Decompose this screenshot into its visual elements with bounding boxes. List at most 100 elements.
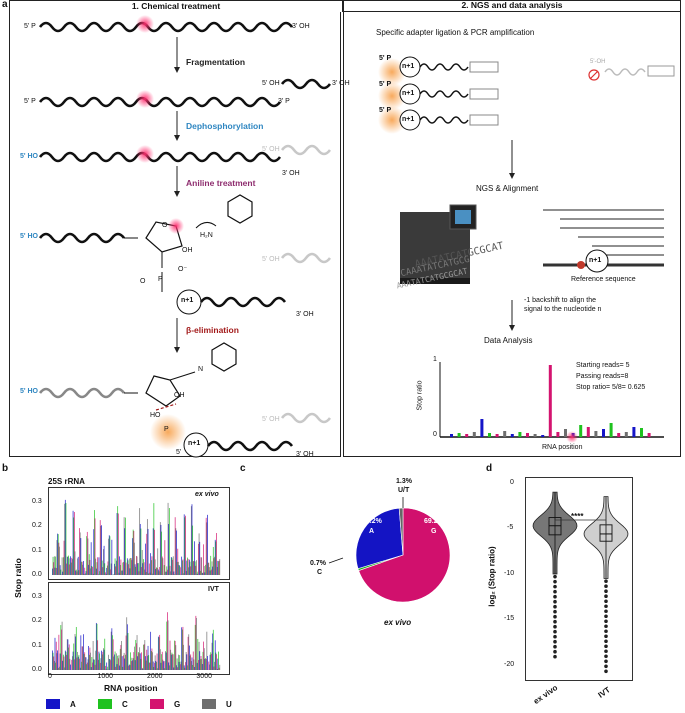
stop-ratio-bar	[129, 665, 131, 670]
stop-ratio-bar	[204, 572, 206, 575]
stop-ratio-bar	[216, 566, 218, 575]
label-n-row5: N	[198, 366, 204, 373]
stop-ratio-bar	[156, 567, 157, 575]
violin-plot-frame	[525, 477, 633, 681]
stop-ratio-bar	[83, 560, 84, 575]
stop-ratio-bar	[108, 659, 110, 670]
stop-ratio-bar	[145, 543, 146, 575]
stop-ratio-bar	[159, 634, 161, 670]
stop-ratio-bar	[181, 629, 183, 670]
outlier-point	[553, 614, 557, 619]
stop-ratio-bar	[119, 665, 120, 670]
stop-ratio-bar	[180, 661, 182, 670]
stop-ratio-bar	[57, 667, 59, 670]
stop-ratio-bar	[168, 523, 170, 575]
stop-ratio-bar	[123, 561, 124, 575]
outlier-point	[604, 584, 608, 589]
stop-ratio-bar	[137, 563, 139, 575]
label-5oh-row4: 5' OH	[262, 256, 280, 263]
stop-ratio-bar	[82, 564, 84, 575]
stop-ratio-bar	[173, 571, 175, 575]
stop-ratio-bar	[153, 666, 155, 670]
significance-stars: ****	[571, 512, 584, 521]
stop-ratio-bar	[60, 569, 62, 575]
stop-ratio-bar	[160, 662, 162, 670]
stop-ratio-bar	[61, 621, 63, 670]
stop-ratio-bar	[209, 567, 210, 575]
mini-bar	[472, 432, 476, 437]
ngs-panel-title-bar: 2. NGS and data analysis	[343, 0, 681, 12]
b-ytick: 0.0	[32, 571, 42, 578]
stop-ratio-bar	[186, 654, 188, 670]
stop-ratio-bar	[126, 624, 128, 670]
step-dephosphorylation: Dephosphorylation	[186, 121, 264, 131]
stop-ratio-bar	[136, 643, 137, 670]
stop-ratio-bar	[114, 563, 115, 575]
stop-ratio-bar	[113, 574, 115, 575]
outlier-point	[604, 629, 608, 634]
stop-ratio-bar	[55, 556, 57, 575]
non-ligated-read	[588, 65, 675, 81]
sequencer-icon	[400, 204, 477, 284]
stop-ratio-bar	[90, 568, 91, 575]
stop-ratio-bar	[155, 660, 157, 670]
label-5ho-row3: 5' HO	[20, 153, 39, 160]
stop-ratio-bar	[88, 654, 90, 670]
stop-ratio-bar	[71, 659, 73, 670]
legend-label-U: U	[226, 700, 232, 709]
stop-ratio-bar	[113, 656, 115, 670]
stop-ratio-bar	[72, 510, 74, 575]
stop-ratio-bar	[126, 558, 128, 575]
stop-ratio-bar	[164, 661, 166, 670]
panel1-title-bar: 1. Chemical treatment	[9, 0, 343, 12]
mini-bar	[564, 429, 567, 437]
outlier-point	[604, 619, 608, 624]
stop-ratio-bar	[66, 556, 68, 575]
stop-ratio-bar	[151, 648, 153, 670]
stop-ratio-bar	[52, 556, 54, 575]
stop-ratio-bar	[157, 636, 159, 670]
stop-ratio-bar	[59, 666, 60, 670]
stop-ratio-bar	[159, 567, 161, 575]
stop-ratio-bar	[163, 565, 165, 575]
stop-ratio-bar	[130, 652, 131, 670]
d-ytick: -5	[507, 524, 514, 532]
stop-ratio-bar	[110, 660, 111, 670]
stop-ratio-bar	[209, 664, 210, 670]
pie-slice-A	[355, 507, 404, 569]
stop-ratio-bar	[125, 562, 127, 575]
outlier-point	[604, 624, 608, 629]
b-xtick: 1000	[97, 673, 114, 680]
stop-ratio-bar	[192, 561, 194, 575]
stop-ratio-bar	[123, 517, 125, 575]
label-5oh-row3: 5' OH	[262, 146, 280, 153]
stop-ratio-bar	[83, 634, 84, 670]
stop-ratio-bar	[198, 543, 199, 575]
backshift-note: -1 backshift to align the signal to the …	[524, 297, 602, 314]
stop-ratio-bar	[214, 539, 216, 575]
stop-ratio-bar	[205, 564, 206, 575]
stop-ratio-bar	[79, 667, 81, 670]
stop-ratio-bar	[154, 655, 156, 670]
stop-ratio-bar	[218, 560, 220, 575]
stop-ratio-bar	[64, 650, 66, 670]
stop-ratio-bar	[214, 640, 216, 670]
stop-ratio-bar	[57, 534, 59, 575]
stop-ratio-bar	[99, 520, 101, 575]
adapter-5p-3: 5' P	[379, 107, 392, 114]
stop-ratio-bar	[121, 640, 122, 670]
stop-ratio-bar	[56, 540, 58, 575]
stop-ratio-bar	[92, 640, 94, 670]
stop-ratio-bar	[126, 617, 128, 670]
stop-ratio-bar	[73, 512, 75, 575]
stop-ratio-bar	[74, 551, 76, 575]
stop-ratio-bar	[150, 553, 152, 575]
stop-ratio-bar	[77, 656, 79, 670]
stop-ratio-bar	[96, 623, 98, 670]
label-3p-row2: 3' P	[278, 98, 290, 105]
mini-bar	[510, 434, 514, 437]
stop-ratio-bar	[72, 656, 73, 670]
outlier-point	[604, 664, 608, 669]
stop-ratio-bar	[84, 657, 86, 670]
